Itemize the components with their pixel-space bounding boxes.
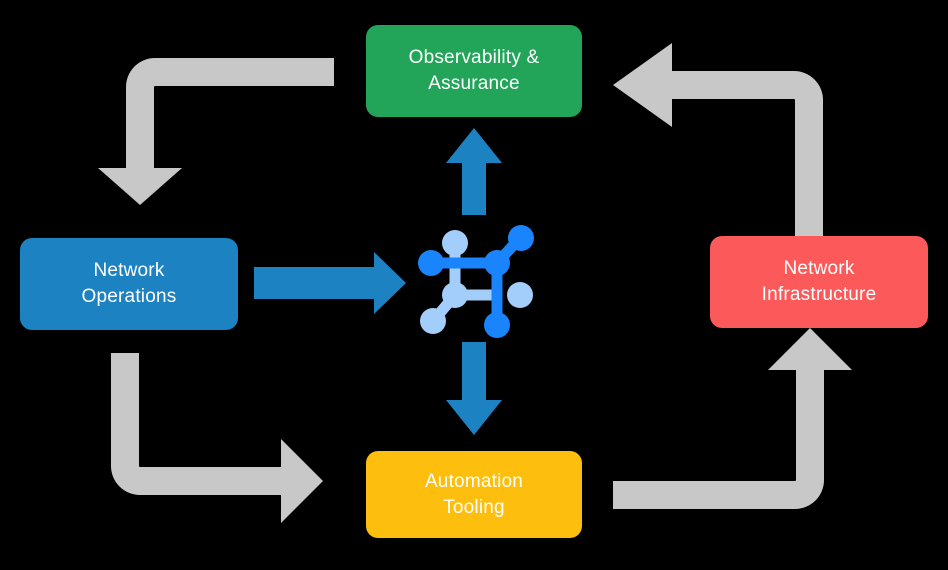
node-network-infrastructure[interactable]: Network Infrastructure bbox=[710, 236, 928, 328]
node-observability-assurance[interactable]: Observability & Assurance bbox=[366, 25, 582, 117]
arrow-infrastructure-to-observability bbox=[613, 43, 823, 236]
arrow-operations-to-center bbox=[254, 252, 406, 314]
node-label-network-infrastructure: Network Infrastructure bbox=[761, 258, 877, 305]
node-label-observability: Observability & Assurance bbox=[408, 47, 540, 94]
node-label-automation-tooling: Automation Tooling bbox=[424, 470, 524, 518]
arrow-automation-to-infrastructure bbox=[613, 328, 852, 509]
node-automation-tooling[interactable]: Automation Tooling bbox=[366, 451, 582, 538]
arrow-operations-to-automation bbox=[111, 353, 323, 523]
arrow-center-to-observability bbox=[446, 128, 502, 215]
network-icon-light-nodes bbox=[420, 230, 533, 334]
network-icon-bright-edges bbox=[426, 232, 526, 331]
network-icon-light-edges bbox=[426, 237, 503, 326]
arrow-center-to-automation bbox=[446, 342, 502, 435]
node-label-network-operations: Network Operations bbox=[81, 260, 177, 307]
node-network-operations[interactable]: Network Operations bbox=[20, 238, 238, 330]
network-icon-group bbox=[418, 225, 534, 338]
arrow-observability-to-operations bbox=[98, 58, 334, 205]
network-icon-bright-nodes bbox=[418, 225, 534, 338]
